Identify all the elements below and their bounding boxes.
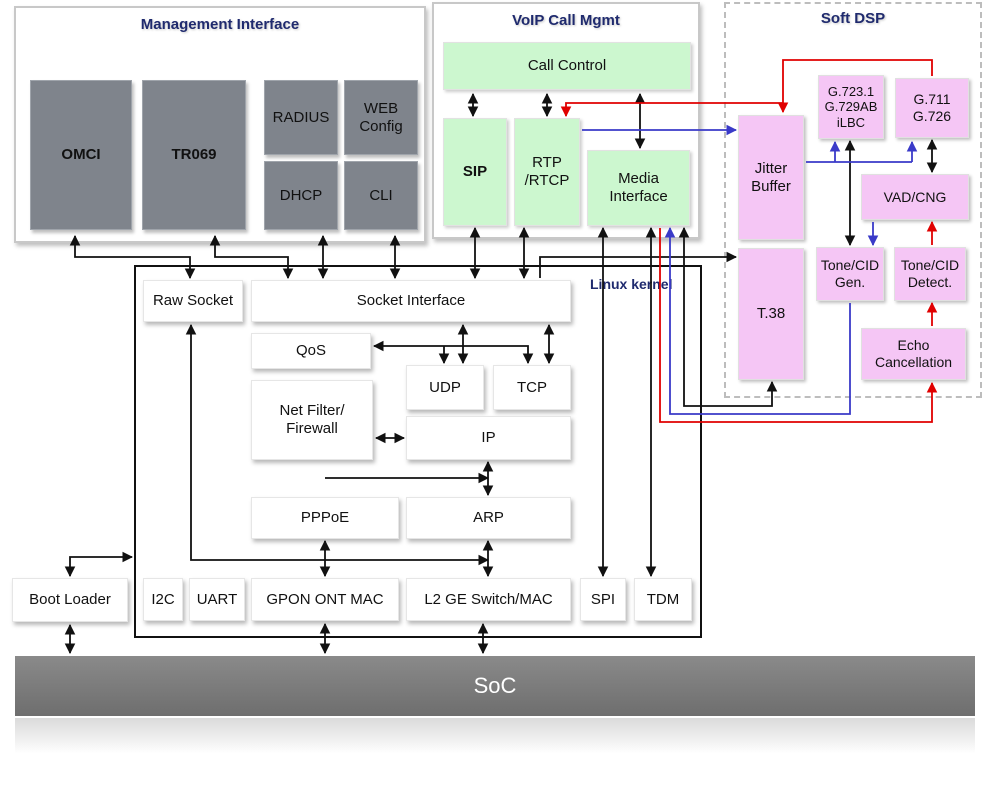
voip-call-mgmt-title: VoIP Call Mgmt: [512, 12, 620, 29]
echo-cancellation-box: Echo Cancellation: [861, 328, 966, 380]
l2-ge-switch-mac-box: L2 GE Switch/MAC: [406, 578, 571, 621]
raw-socket-box: Raw Socket: [143, 280, 243, 322]
soc-bar: SoC: [15, 656, 975, 716]
vad-cng-box: VAD/CNG: [861, 174, 969, 220]
uart-box: UART: [189, 578, 245, 621]
web-config-box: WEB Config: [344, 80, 418, 155]
linux-kernel-frame: [134, 265, 702, 638]
g723-g729-ilbc-box: G.723.1 G.729AB iLBC: [818, 75, 884, 139]
tr069-box: TR069: [142, 80, 246, 230]
jitter-buffer-box: Jitter Buffer: [738, 115, 804, 240]
media-tonegen-blue-link: [664, 226, 851, 415]
cli-box: CLI: [344, 161, 418, 230]
tone-cid-detect-box: Tone/CID Detect.: [894, 247, 966, 301]
gpon-ont-mac-box: GPON ONT MAC: [251, 578, 399, 621]
omci-box: OMCI: [30, 80, 132, 230]
tcp-box: TCP: [493, 365, 571, 410]
sip-box: SIP: [443, 118, 507, 226]
radius-box: RADIUS: [264, 80, 338, 155]
omci-link: [69, 234, 196, 280]
g711-jitter-red-link: [777, 59, 933, 114]
jitter-rtp-red-link: [560, 102, 783, 118]
qos-socket-link: [372, 340, 534, 365]
tdm-box: TDM: [634, 578, 692, 621]
dhcp-box: DHCP: [264, 161, 338, 230]
media-t38-link: [678, 226, 778, 407]
rawsocket-switch-link: [185, 323, 490, 566]
spi-box: SPI: [580, 578, 626, 621]
rtp-rtcp-box: RTP /RTCP: [514, 118, 580, 226]
call-control-box: Call Control: [443, 42, 691, 90]
tr069-link: [209, 234, 294, 280]
i2c-box: I2C: [143, 578, 183, 621]
media-echo-red-link: [659, 228, 938, 423]
management-interface-title: Management Interface: [140, 16, 300, 33]
boot-loader-box: Boot Loader: [12, 578, 128, 622]
g711-g726-box: G.711 G.726: [895, 78, 969, 138]
socket-t38-link: [539, 251, 738, 278]
media-interface-box: Media Interface: [587, 150, 690, 226]
bootloader-kernel-link: [64, 551, 134, 578]
socket-interface-box: Socket Interface: [251, 280, 571, 322]
tone-cid-gen-box: Tone/CID Gen.: [816, 247, 884, 301]
soft-dsp-title: Soft DSP: [820, 10, 886, 27]
